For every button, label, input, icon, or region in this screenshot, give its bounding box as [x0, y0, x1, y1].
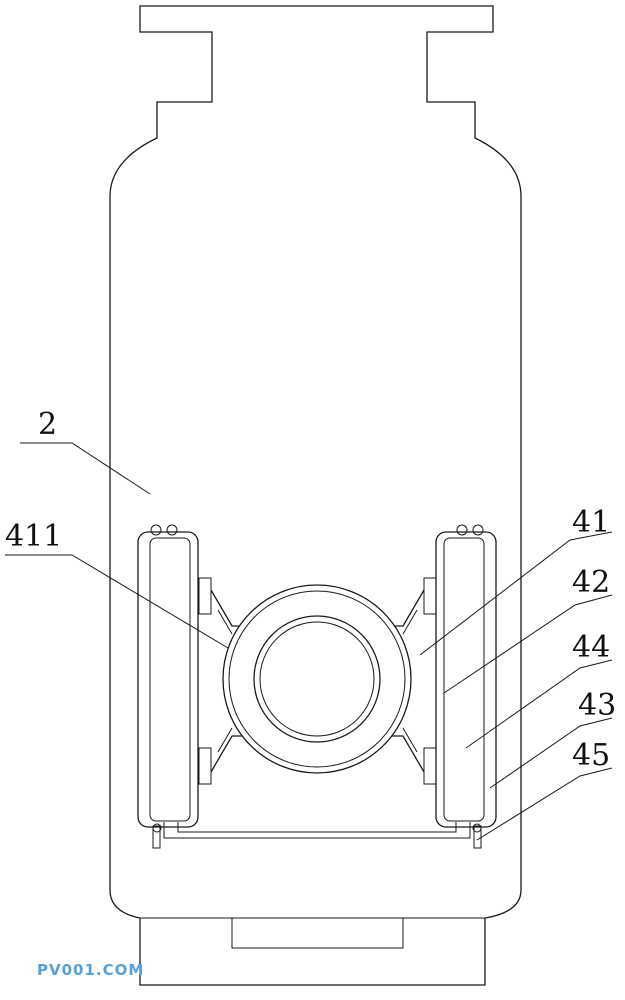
- clamp-ring: [222, 584, 412, 774]
- leader-411: [5, 554, 229, 649]
- label-44: 44: [572, 630, 610, 665]
- leader-44: [465, 659, 613, 749]
- label-43: 43: [578, 688, 616, 723]
- cylinder-body: [109, 5, 522, 986]
- label-42: 42: [572, 565, 610, 600]
- leader-41: [419, 531, 613, 656]
- label-41: 41: [572, 505, 610, 540]
- leader-42: [443, 594, 613, 694]
- leader-lines: [5, 442, 613, 841]
- left-bracket: [137, 524, 212, 828]
- leader-2: [20, 442, 151, 495]
- label-45: 45: [572, 738, 610, 773]
- right-bracket: [423, 524, 497, 828]
- watermark-text: PV001.COM: [37, 961, 144, 979]
- leader-45: [476, 767, 613, 841]
- part-labels: 2 411 41 42 44 43 45: [5, 407, 616, 773]
- label-2: 2: [38, 407, 57, 442]
- tie-rod: [152, 822, 482, 849]
- label-411: 411: [5, 519, 62, 554]
- leader-43: [489, 717, 613, 789]
